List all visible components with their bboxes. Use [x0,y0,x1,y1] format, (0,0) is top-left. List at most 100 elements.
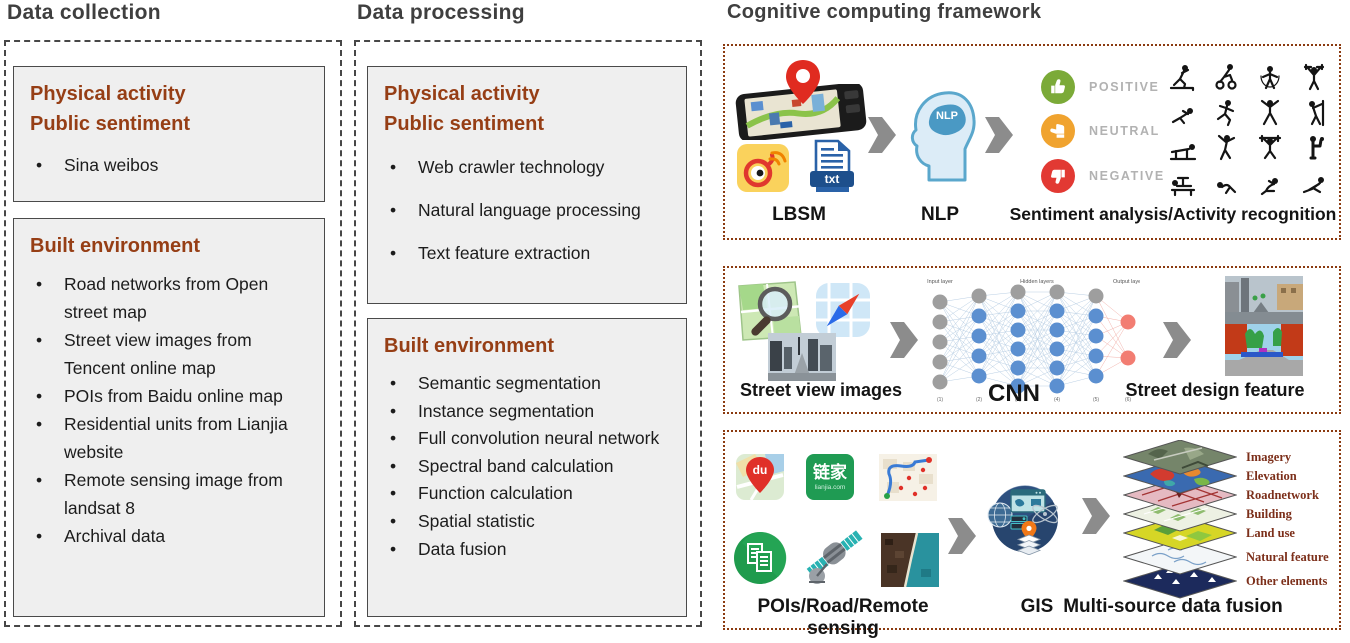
tencent-map-icon [816,283,870,337]
bullet-item: Text feature extraction [384,239,672,267]
baidu-du-label: du [753,463,768,477]
lianjia-domain: lianjia.com [815,484,846,491]
nn-col-number: (2) [976,397,982,403]
txt-file-icon: txt [810,139,854,192]
arrow-right-icon [890,322,918,358]
nlp-label: NLP [921,204,959,225]
box-heading: Built environment [30,231,310,261]
fusion-layer-stack [1123,440,1237,599]
nn-input-label: Input layer [927,279,953,285]
fusion-layer-label: Elevation [1246,469,1297,483]
sentiment-analysis-label: Sentiment analysis/Activity recognition [1009,204,1337,224]
street-design-feature-label: Street design feature [1125,380,1305,400]
data-processing-container [354,40,702,627]
layer-natural-feature [1123,539,1237,575]
route-map-photo [879,454,937,501]
box-heading: Physical activity Public sentiment [30,79,310,139]
nn-col-number: (4) [1054,397,1060,403]
box-heading: Physical activity Public sentiment [384,79,672,139]
processing-built-environment-box: Built environment Semantic segmentation … [367,318,687,617]
collection-physical-activity-box: Physical activity Public sentiment Sina … [13,66,325,202]
bullet-item: Semantic segmentation [384,370,672,397]
sentiment-positive: POSITIVE [1041,70,1159,104]
thumb-side-icon [1041,114,1075,148]
heading-line: Physical activity [384,83,540,105]
baidu-map-icon: du [736,454,784,501]
bullet-item: Street view images from Tencent online m… [30,326,310,382]
layer-land-use [1123,515,1237,551]
nn-col-number: (1) [937,397,943,403]
bullet-item: Spatial statistic [384,508,672,535]
nlp-head-icon: NLP [910,91,976,182]
lianjia-characters: 链家 [813,462,847,482]
sentiment-label: POSITIVE [1089,80,1160,94]
bullet-item: Residential units from Lianjia website [30,410,310,466]
fusion-layer-label: Other elements [1246,574,1328,588]
nlp-brain-label: NLP [936,110,958,122]
heading-line: Public sentiment [384,113,545,135]
fusion-layer-label: Roadnetwork [1246,488,1319,502]
sentiment-label: NEUTRAL [1089,124,1160,138]
smartphone-map-icon [735,84,867,140]
multi-source-fusion-label: Multi-source data fusion [1063,596,1283,617]
nn-col-number: (3) [1015,397,1021,403]
bullet-item: Function calculation [384,480,672,507]
cognitive-framework-title: Cognitive computing framework [727,1,1042,23]
gis-globe-icon [987,485,1058,555]
fusion-layer-label: Natural feature [1246,550,1329,564]
bullet-item: Web crawler technology [384,153,672,181]
poi-documents-icon [734,531,787,584]
arrow-right-icon [868,117,896,153]
nn-col-number: (5) [1093,397,1099,403]
bullet-item: Instance segmentation [384,398,672,425]
bullet-item: Road networks from Open street map [30,270,310,326]
cnn-network-diagram: Input layer Hidden layers Output layer (… [927,279,1140,403]
cnn-label: CNN [988,380,1040,407]
openstreetmap-icon [738,281,804,341]
arrow-right-icon [1163,322,1191,358]
bullet-item: Archival data [30,522,310,550]
gis-label: GIS [1020,596,1054,617]
weibo-icon [737,144,789,192]
data-collection-title: Data collection [7,1,161,24]
arrow-right-icon [1082,498,1110,534]
arrow-right-icon [948,518,976,554]
bullet-item: Sina weibos [30,151,310,179]
data-collection-container [4,40,342,627]
bullet-item: Remote sensing image from landsat 8 [30,466,310,522]
data-processing-title: Data processing [357,1,525,24]
lianjia-icon: 链家 lianjia.com [806,454,854,500]
nn-hidden-label: Hidden layers [1020,279,1054,285]
location-pin-icon [786,60,820,104]
processing-physical-activity-box: Physical activity Public sentiment Web c… [367,66,687,304]
thumbs-down-icon [1041,159,1075,193]
bullet-item: Data fusion [384,536,672,563]
remote-sensing-photo [881,533,939,587]
collection-built-environment-box: Built environment Road networks from Ope… [13,218,325,617]
fusion-layer-label: Land use [1246,526,1295,540]
heading-line: Built environment [30,235,201,257]
fusion-layer-label: Building [1246,507,1292,521]
bullet-item: Natural language processing [384,196,672,224]
nn-output-label: Output layer [1113,279,1140,285]
bullet-item: POIs from Baidu online map [30,382,310,410]
lbsm-label: LBSM [772,204,826,225]
activity-pictograms [1169,63,1325,197]
sentiment-label: NEGATIVE [1089,169,1165,183]
satellite-icon [804,528,865,584]
street-segmentation-image [1225,276,1303,376]
fusion-layer-label: Imagery [1246,450,1292,464]
pois-road-remote-label: POIs/Road/Remote sensing [757,596,929,639]
heading-line: Physical activity [30,83,186,105]
layer-other-elements [1123,563,1237,599]
layer-elevation [1123,458,1237,494]
layer-building [1123,496,1237,532]
heading-line: Public sentiment [30,113,191,135]
heading-line: Built environment [384,335,555,357]
sentiment-negative: NEGATIVE [1041,159,1165,193]
arrow-right-icon [985,117,1013,153]
street-view-images-label: Street view images [739,380,903,400]
bullet-item: Full convolution neural network [384,425,672,452]
box-heading: Built environment [384,331,672,361]
